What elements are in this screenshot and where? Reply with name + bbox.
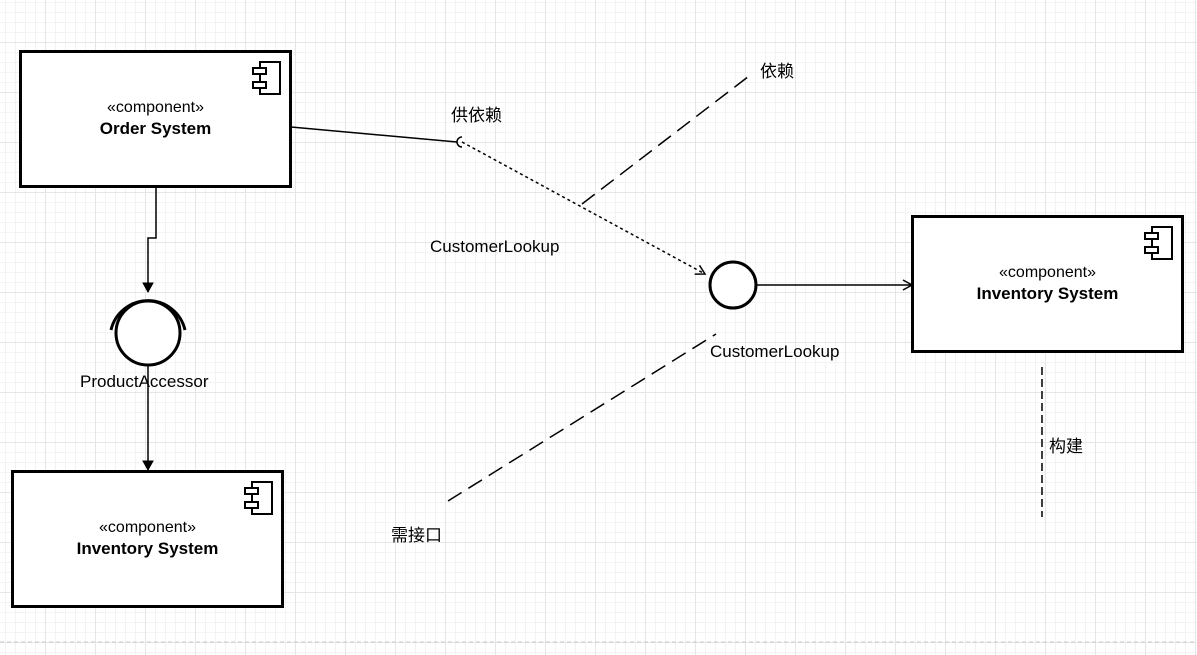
required-interface-annotation-line: [447, 333, 717, 502]
customer-lookup-label-right: CustomerLookup: [710, 342, 840, 361]
component-name: Inventory System: [976, 284, 1119, 303]
order-to-required-socket-connector[interactable]: [290, 126, 458, 143]
component-icon: [1144, 226, 1173, 260]
component-icon: [252, 61, 281, 95]
order-to-product-accessor-connector[interactable]: [142, 187, 157, 294]
product-accessor-socket: [109, 299, 187, 331]
build-annotation: 构建: [1049, 437, 1083, 456]
customer-lookup-required-socket: [456, 136, 463, 148]
component-name: Order System: [99, 119, 212, 138]
component-stereotype: «component»: [999, 264, 1096, 281]
inventory-system-component-left[interactable]: «component» Inventory System: [11, 470, 284, 608]
provided-dependency-annotation: 供依赖: [451, 106, 502, 125]
required-interface-annotation: 需接口: [391, 526, 442, 545]
component-name: Inventory System: [76, 539, 219, 558]
dependency-annotation: 依赖: [760, 62, 794, 81]
product-accessor-interface-ball[interactable]: [114, 299, 182, 367]
inventory-system-component-right[interactable]: «component» Inventory System: [911, 215, 1184, 353]
customer-lookup-interface-ball[interactable]: [708, 260, 758, 310]
customer-lookup-label-left: CustomerLookup: [430, 237, 560, 256]
customer-lookup-dependency-arrow[interactable]: [461, 141, 707, 275]
order-system-component[interactable]: «component» Order System: [19, 50, 292, 188]
component-stereotype: «component»: [107, 99, 204, 116]
dependency-annotation-line: [581, 72, 754, 205]
product-accessor-label: ProductAccessor: [80, 372, 209, 391]
component-stereotype: «component»: [99, 519, 196, 536]
component-icon: [244, 481, 273, 515]
